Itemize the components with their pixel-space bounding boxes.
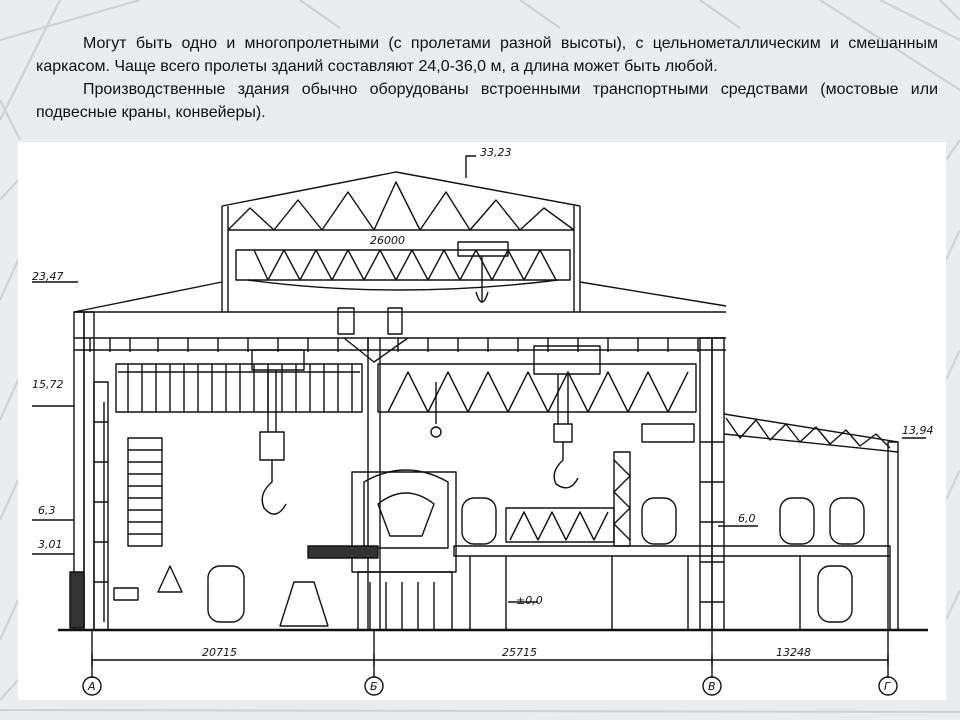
span-2-label: 25715 — [502, 646, 537, 659]
elevation-floor-6-label: 6,3 — [38, 504, 56, 517]
text-block: Могут быть одно и многопролетными (с про… — [36, 32, 938, 124]
right-platform — [453, 451, 891, 630]
elevation-right-roof-label: 13,94 — [902, 424, 934, 437]
axis-a-label: А — [87, 680, 96, 693]
paragraph-1: Могут быть одно и многопролетными (с про… — [36, 35, 938, 75]
elevation-crane-rail-label: 15,72 — [32, 378, 64, 391]
elevation-ground-label: ±0,0 — [516, 594, 543, 607]
span-1-label: 20715 — [202, 646, 237, 659]
elevation-left-roof-label: 23,47 — [32, 270, 64, 283]
truss-span-label: 26000 — [370, 234, 405, 247]
stair-tower — [127, 437, 163, 547]
top-crane-bridge — [235, 241, 571, 303]
tanks — [113, 497, 865, 627]
axis-a-marker — [82, 676, 102, 696]
axis-b-label: Б — [370, 680, 378, 693]
left-columns — [69, 311, 109, 631]
axis-g-label: Г — [884, 680, 891, 693]
middle-column — [343, 337, 409, 630]
left-roof-truss — [73, 281, 727, 352]
axis-g-marker — [878, 676, 898, 696]
paragraph-2: Производственные здания обычно оборудова… — [36, 81, 938, 121]
span-3-label: 13248 — [776, 646, 811, 659]
elevation-leaders — [32, 155, 926, 603]
axis-v-label: В — [708, 680, 716, 693]
furnace — [307, 469, 457, 631]
elevation-top-label: 33,23 — [480, 146, 512, 159]
elevation-floor-3-label: 3,01 — [38, 538, 63, 551]
axis-b-marker — [364, 676, 384, 696]
right-column — [699, 337, 899, 631]
axis-v-marker — [702, 676, 722, 696]
high-bay-truss — [221, 171, 581, 312]
drawing-svg: 33,23 26000 23,47 15,72 13,94 6,3 6,0 3,… — [32, 146, 934, 696]
elevation-platform-right-label: 6,0 — [738, 512, 756, 525]
left-lower-crane — [115, 349, 363, 515]
right-annex-roof — [641, 413, 899, 453]
right-lower-crane — [377, 345, 697, 489]
building-section-drawing: 33,23 26000 23,47 15,72 13,94 6,3 6,0 3,… — [18, 142, 946, 700]
dimension-line — [91, 630, 889, 678]
